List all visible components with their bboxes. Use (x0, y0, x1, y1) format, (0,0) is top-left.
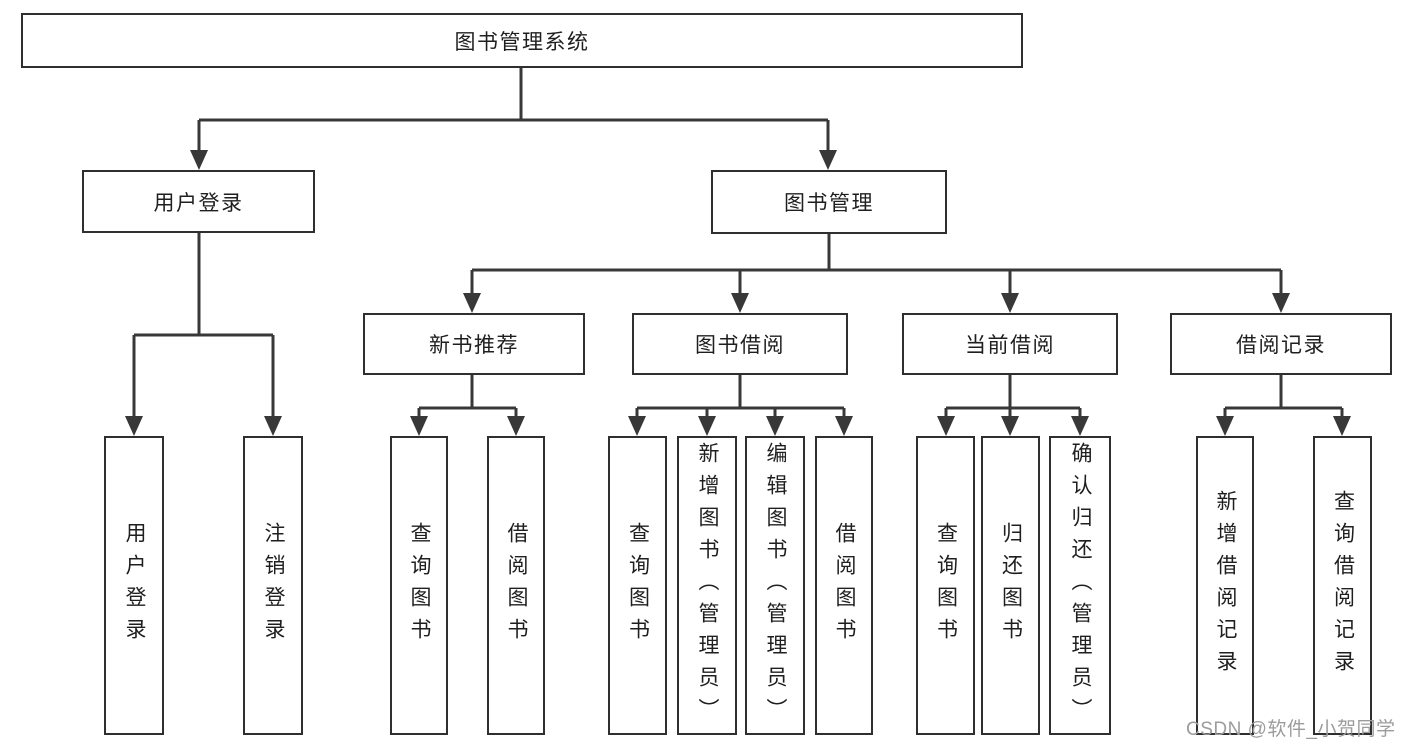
arrowhead (698, 416, 716, 436)
node-library-management-system: 图书管理系统 (21, 13, 1023, 68)
leaf-br-add-borrow-record-label: 新增借阅记录 (1214, 489, 1238, 682)
connector-path (132, 68, 1344, 420)
arrowhead (628, 416, 646, 436)
leaf-nb-borrow-books: 借阅图书 (487, 436, 545, 735)
node-new-book-recommendation: 新书推荐 (363, 313, 585, 375)
leaf-bb-add-book-admin: 新增图书（管理员） (677, 436, 737, 735)
node-book-management: 图书管理 (711, 170, 947, 234)
arrowhead (264, 416, 282, 436)
arrowhead (125, 416, 143, 436)
leaf-bb-query-books: 查询图书 (608, 436, 667, 735)
arrowhead (1001, 416, 1019, 436)
leaf-nb-borrow-books-label: 借阅图书 (505, 521, 529, 650)
arrowhead (507, 416, 525, 436)
leaf-bb-borrow-books-label: 借阅图书 (833, 521, 857, 650)
arrowhead (835, 416, 853, 436)
leaf-cb-confirm-return-admin: 确认归还（管理员） (1049, 436, 1111, 735)
arrowhead (1216, 416, 1234, 436)
leaf-cb-return-books-label: 归还图书 (999, 521, 1023, 650)
arrowhead (937, 416, 955, 436)
arrowhead (1333, 416, 1351, 436)
arrowhead (1272, 293, 1290, 313)
leaf-nb-query-books: 查询图书 (390, 436, 448, 735)
leaf-bb-add-book-admin-label: 新增图书（管理员） (696, 441, 720, 730)
leaf-cb-return-books: 归还图书 (981, 436, 1040, 735)
arrowhead (410, 416, 428, 436)
node-book-borrowing: 图书借阅 (632, 313, 848, 375)
leaf-bb-edit-book-admin-label: 编辑图书（管理员） (764, 441, 788, 730)
leaf-bb-edit-book-admin: 编辑图书（管理员） (745, 436, 805, 735)
leaf-cb-query-books: 查询图书 (916, 436, 975, 735)
leaf-bb-borrow-books: 借阅图书 (815, 436, 873, 735)
arrowhead (766, 416, 784, 436)
arrowhead (731, 293, 749, 313)
leaf-br-query-borrow-record-label: 查询借阅记录 (1331, 489, 1355, 682)
arrowhead (190, 150, 208, 170)
node-borrow-records: 借阅记录 (1170, 313, 1392, 375)
leaf-logout: 注销登录 (243, 436, 303, 735)
leaf-nb-query-books-label: 查询图书 (408, 521, 432, 650)
leaf-cb-confirm-return-admin-label: 确认归还（管理员） (1069, 441, 1093, 730)
leaf-br-query-borrow-record: 查询借阅记录 (1313, 436, 1372, 735)
watermark: CSDN @软件_小贺同学 (1186, 719, 1396, 740)
leaf-logout-label: 注销登录 (262, 521, 286, 650)
node-user-login: 用户登录 (82, 170, 315, 233)
arrowhead (463, 293, 481, 313)
arrowhead (1071, 416, 1089, 436)
arrowhead (819, 150, 837, 170)
leaf-br-add-borrow-record: 新增借阅记录 (1196, 436, 1254, 735)
leaf-user-login-label: 用户登录 (123, 521, 147, 650)
node-current-borrowing: 当前借阅 (902, 313, 1118, 375)
leaf-cb-query-books-label: 查询图书 (934, 521, 958, 650)
arrowhead (1001, 293, 1019, 313)
leaf-bb-query-books-label: 查询图书 (626, 521, 650, 650)
leaf-user-login: 用户登录 (104, 436, 164, 735)
